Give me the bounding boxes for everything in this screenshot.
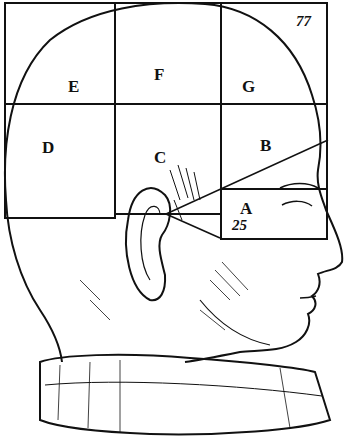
- region-letter: A: [240, 200, 252, 217]
- callout-number: 25: [232, 218, 247, 233]
- region-box: G 77: [220, 2, 328, 105]
- region-letter: B: [260, 137, 271, 154]
- region-letter: G: [242, 78, 255, 95]
- region-box: F: [114, 2, 222, 105]
- region-box: B: [220, 103, 328, 190]
- region-letter: D: [42, 139, 54, 156]
- region-letter: F: [154, 66, 164, 83]
- region-box: A25: [220, 188, 328, 240]
- region-letter: C: [154, 149, 166, 166]
- region-box: D: [4, 103, 116, 219]
- region-letter: E: [68, 78, 79, 95]
- region-box: E: [4, 2, 116, 105]
- region-box: C: [114, 103, 222, 215]
- callout-number: 77: [296, 14, 311, 29]
